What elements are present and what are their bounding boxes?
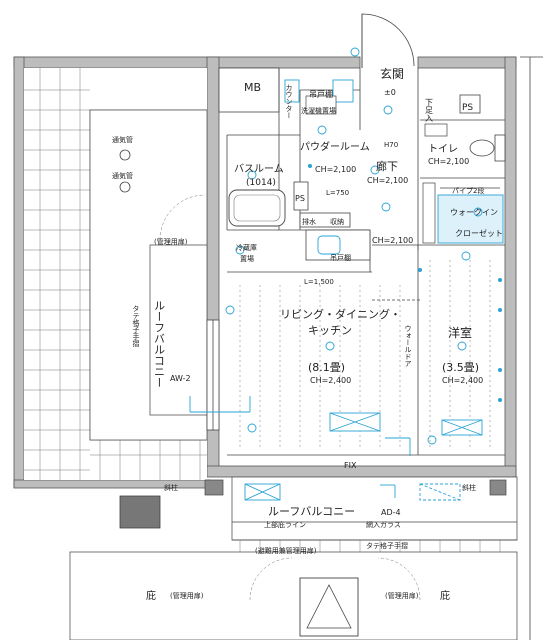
aw2-label: AW-2 (170, 374, 191, 383)
hanging-shelf-1-label: 吊戸棚 (309, 89, 333, 99)
ldk-label-1: リビング・ダイニング・ (280, 307, 401, 321)
hanging-shelf-2-label: 吊戸棚 (330, 253, 351, 262)
l750-label: L=750 (326, 189, 349, 197)
roof-balcony-bottom (69, 56, 543, 640)
managed-door-top-label: (管理用扉) (154, 237, 188, 246)
western-size-label: (3.5畳) (442, 361, 479, 374)
managed-left-label: (管理用扉) (170, 591, 204, 600)
grille-bottom-label: タテ格子手摺 (366, 541, 408, 550)
bathtub (228, 189, 286, 227)
ps-mid-label: PS (295, 194, 305, 203)
fridge-label: 冷蔵庫 (236, 243, 257, 252)
ldk-size-label: (8.1畳) (308, 361, 345, 374)
pipe-label: パイプ2段 (452, 186, 484, 195)
drain-label: 排水 (302, 217, 316, 226)
western-label: 洋室 (448, 325, 472, 340)
vent2-label: 通気管 (112, 171, 133, 180)
managed-right-label: (管理用扉) (385, 591, 419, 600)
counter-label: カウンター (285, 84, 293, 119)
vent1-label: 通気管 (112, 135, 133, 144)
ldk-label-2: キッチン (308, 324, 352, 337)
roof-balcony-left (24, 68, 208, 529)
entrance-door (361, 13, 415, 68)
shoe-box-label: 下足入 (425, 98, 434, 122)
hallway-ch-label: CH=2,100 (367, 176, 408, 185)
closet-label: クローゼット (455, 228, 503, 238)
bathroom-label: バスルーム (234, 163, 284, 175)
mb-label: MB (244, 81, 261, 94)
grille-left-label: タテ格子手摺 (132, 305, 140, 348)
hallway-ch2-label: CH=2,100 (372, 236, 413, 245)
kitchen-counter (299, 212, 371, 261)
toilet-fixture (424, 123, 506, 162)
roof-balcony-left-label: ルーフバルコニー (153, 300, 166, 388)
washer-space-label: 洗濯機置場 (301, 106, 336, 115)
upper-eave-label: 上部庇ライン (264, 520, 306, 529)
walkin-closet-area (422, 182, 504, 244)
bathroom-size-label: (1014) (246, 178, 276, 188)
slope-right-label: 斜柱 (462, 483, 476, 492)
western-ch-label: CH=2,400 (442, 376, 483, 385)
plus-zero-label: ±0 (384, 88, 396, 97)
ldk-floor (239, 260, 491, 450)
ldk-ch-label: CH=2,400 (310, 376, 351, 385)
evac-door-label: (避難用兼管理用扉) (255, 546, 317, 555)
fridge2-label: 置場 (240, 254, 254, 263)
ps-top-label: PS (462, 103, 473, 113)
entrance-label: 玄関 (380, 66, 404, 81)
ad4-label: AD-4 (381, 508, 401, 517)
eave-left-label: 庇 (146, 589, 156, 602)
roof-balcony-bottom-label: ルーフバルコニー (268, 505, 355, 518)
labels: MB 玄関 ±0 PS PS 下足入 カウンター 吊戸棚 洗濯機置場 パウダール… (112, 66, 503, 602)
wire-glass-label: 網入ガラス (366, 520, 401, 529)
hallway-label: 廊下 (376, 159, 398, 173)
eave-right-label: 庇 (440, 589, 450, 602)
toilet-ch-label: CH=2,100 (428, 157, 469, 166)
slope-left-label: 斜柱 (164, 483, 178, 492)
storage-label: 収納 (330, 217, 344, 226)
electrical-symbols (189, 47, 502, 498)
walkin-label: ウォークイン (450, 208, 498, 217)
fix-label: FIX (344, 461, 357, 470)
h70-label: H70 (384, 141, 398, 149)
ldk-window (206, 319, 220, 431)
toilet-label: トイレ (428, 144, 458, 155)
l1500-label: L=1,500 (304, 278, 334, 286)
powder-ch-label: CH=2,100 (315, 165, 356, 174)
powder-room-label: パウダールーム (300, 140, 370, 153)
wall-door-label: ウォールドア (404, 325, 412, 367)
